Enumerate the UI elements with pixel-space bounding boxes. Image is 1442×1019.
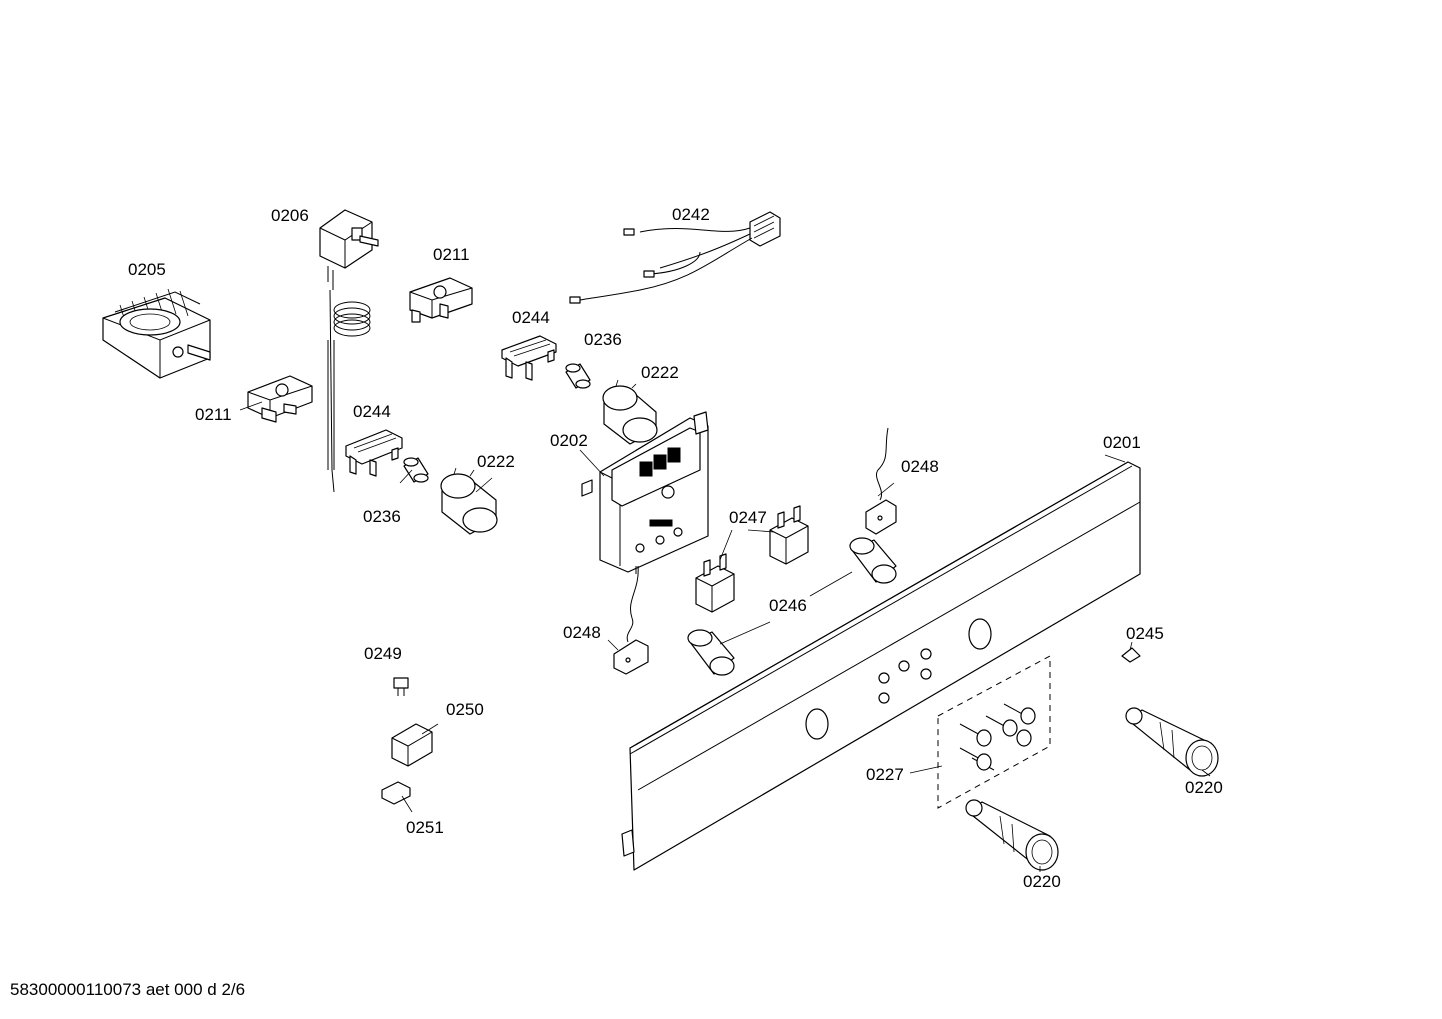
label-0248-lower: 0248: [563, 623, 601, 642]
part-0211-bracket-upper: [409, 277, 473, 323]
label-0250: 0250: [446, 700, 484, 719]
label-0202: 0202: [550, 431, 588, 450]
part-0236-lamp-upper: [565, 363, 591, 389]
label-0220-bottom: 0220: [1023, 872, 1061, 891]
part-0220-knob-right: [1125, 707, 1219, 777]
part-0206-thermostat: [319, 209, 379, 493]
part-0248-board-upper: [865, 427, 897, 535]
drawing-number: 58300000110073 aet 000 d 2/6: [10, 980, 246, 999]
label-0201: 0201: [1103, 433, 1141, 452]
label-0247: 0247: [729, 508, 767, 527]
label-0249: 0249: [364, 644, 402, 663]
part-0202-clock-module: [581, 411, 709, 574]
label-0222-lower: 0222: [477, 452, 515, 471]
label-0205: 0205: [128, 260, 166, 279]
label-0246: 0246: [769, 596, 807, 615]
part-0250-relay: [391, 723, 433, 767]
part-0244-clip-upper: [501, 335, 557, 381]
label-0220-right: 0220: [1185, 778, 1223, 797]
label-0227: 0227: [866, 765, 904, 784]
leader-lines: [239, 401, 1211, 872]
label-0244-upper: 0244: [512, 308, 550, 327]
label-0248-upper: 0248: [901, 457, 939, 476]
label-0242: 0242: [672, 205, 710, 224]
part-0227-push-buttons: [937, 655, 1051, 809]
part-0222-bushing-lower: [440, 467, 498, 535]
part-0236-lamp-lower: [403, 457, 429, 483]
part-0245-lens: [1121, 647, 1141, 663]
label-0211-lower: 0211: [195, 405, 232, 424]
part-0247-switch-upper: [769, 505, 809, 565]
part-0211-bracket-lower: [247, 375, 313, 423]
part-0248-board-lower: [613, 565, 649, 675]
part-0201-control-panel: [621, 461, 1141, 871]
part-0205-selector-switch: [102, 288, 211, 379]
part-0222-bushing-upper: [602, 379, 658, 445]
label-0236-lower: 0236: [363, 507, 401, 526]
part-0249-lamp: [393, 677, 409, 696]
part-0220-knob-bottom: [965, 799, 1059, 871]
label-0206: 0206: [271, 206, 309, 225]
label-0222-upper: 0222: [641, 363, 679, 382]
part-0246-knob-upper: [849, 537, 897, 584]
label-0245: 0245: [1126, 624, 1164, 643]
part-0242-wiring-harness: [569, 211, 781, 304]
label-0244-lower: 0244: [353, 402, 391, 421]
part-0247-switch-lower: [695, 553, 735, 613]
label-0236-upper: 0236: [584, 330, 622, 349]
part-0244-clip-lower: [345, 429, 403, 477]
label-0251: 0251: [406, 818, 444, 837]
part-0251-clip: [381, 781, 411, 805]
part-0246-knob-lower: [687, 629, 735, 676]
label-0211-upper: 0211: [433, 245, 470, 264]
